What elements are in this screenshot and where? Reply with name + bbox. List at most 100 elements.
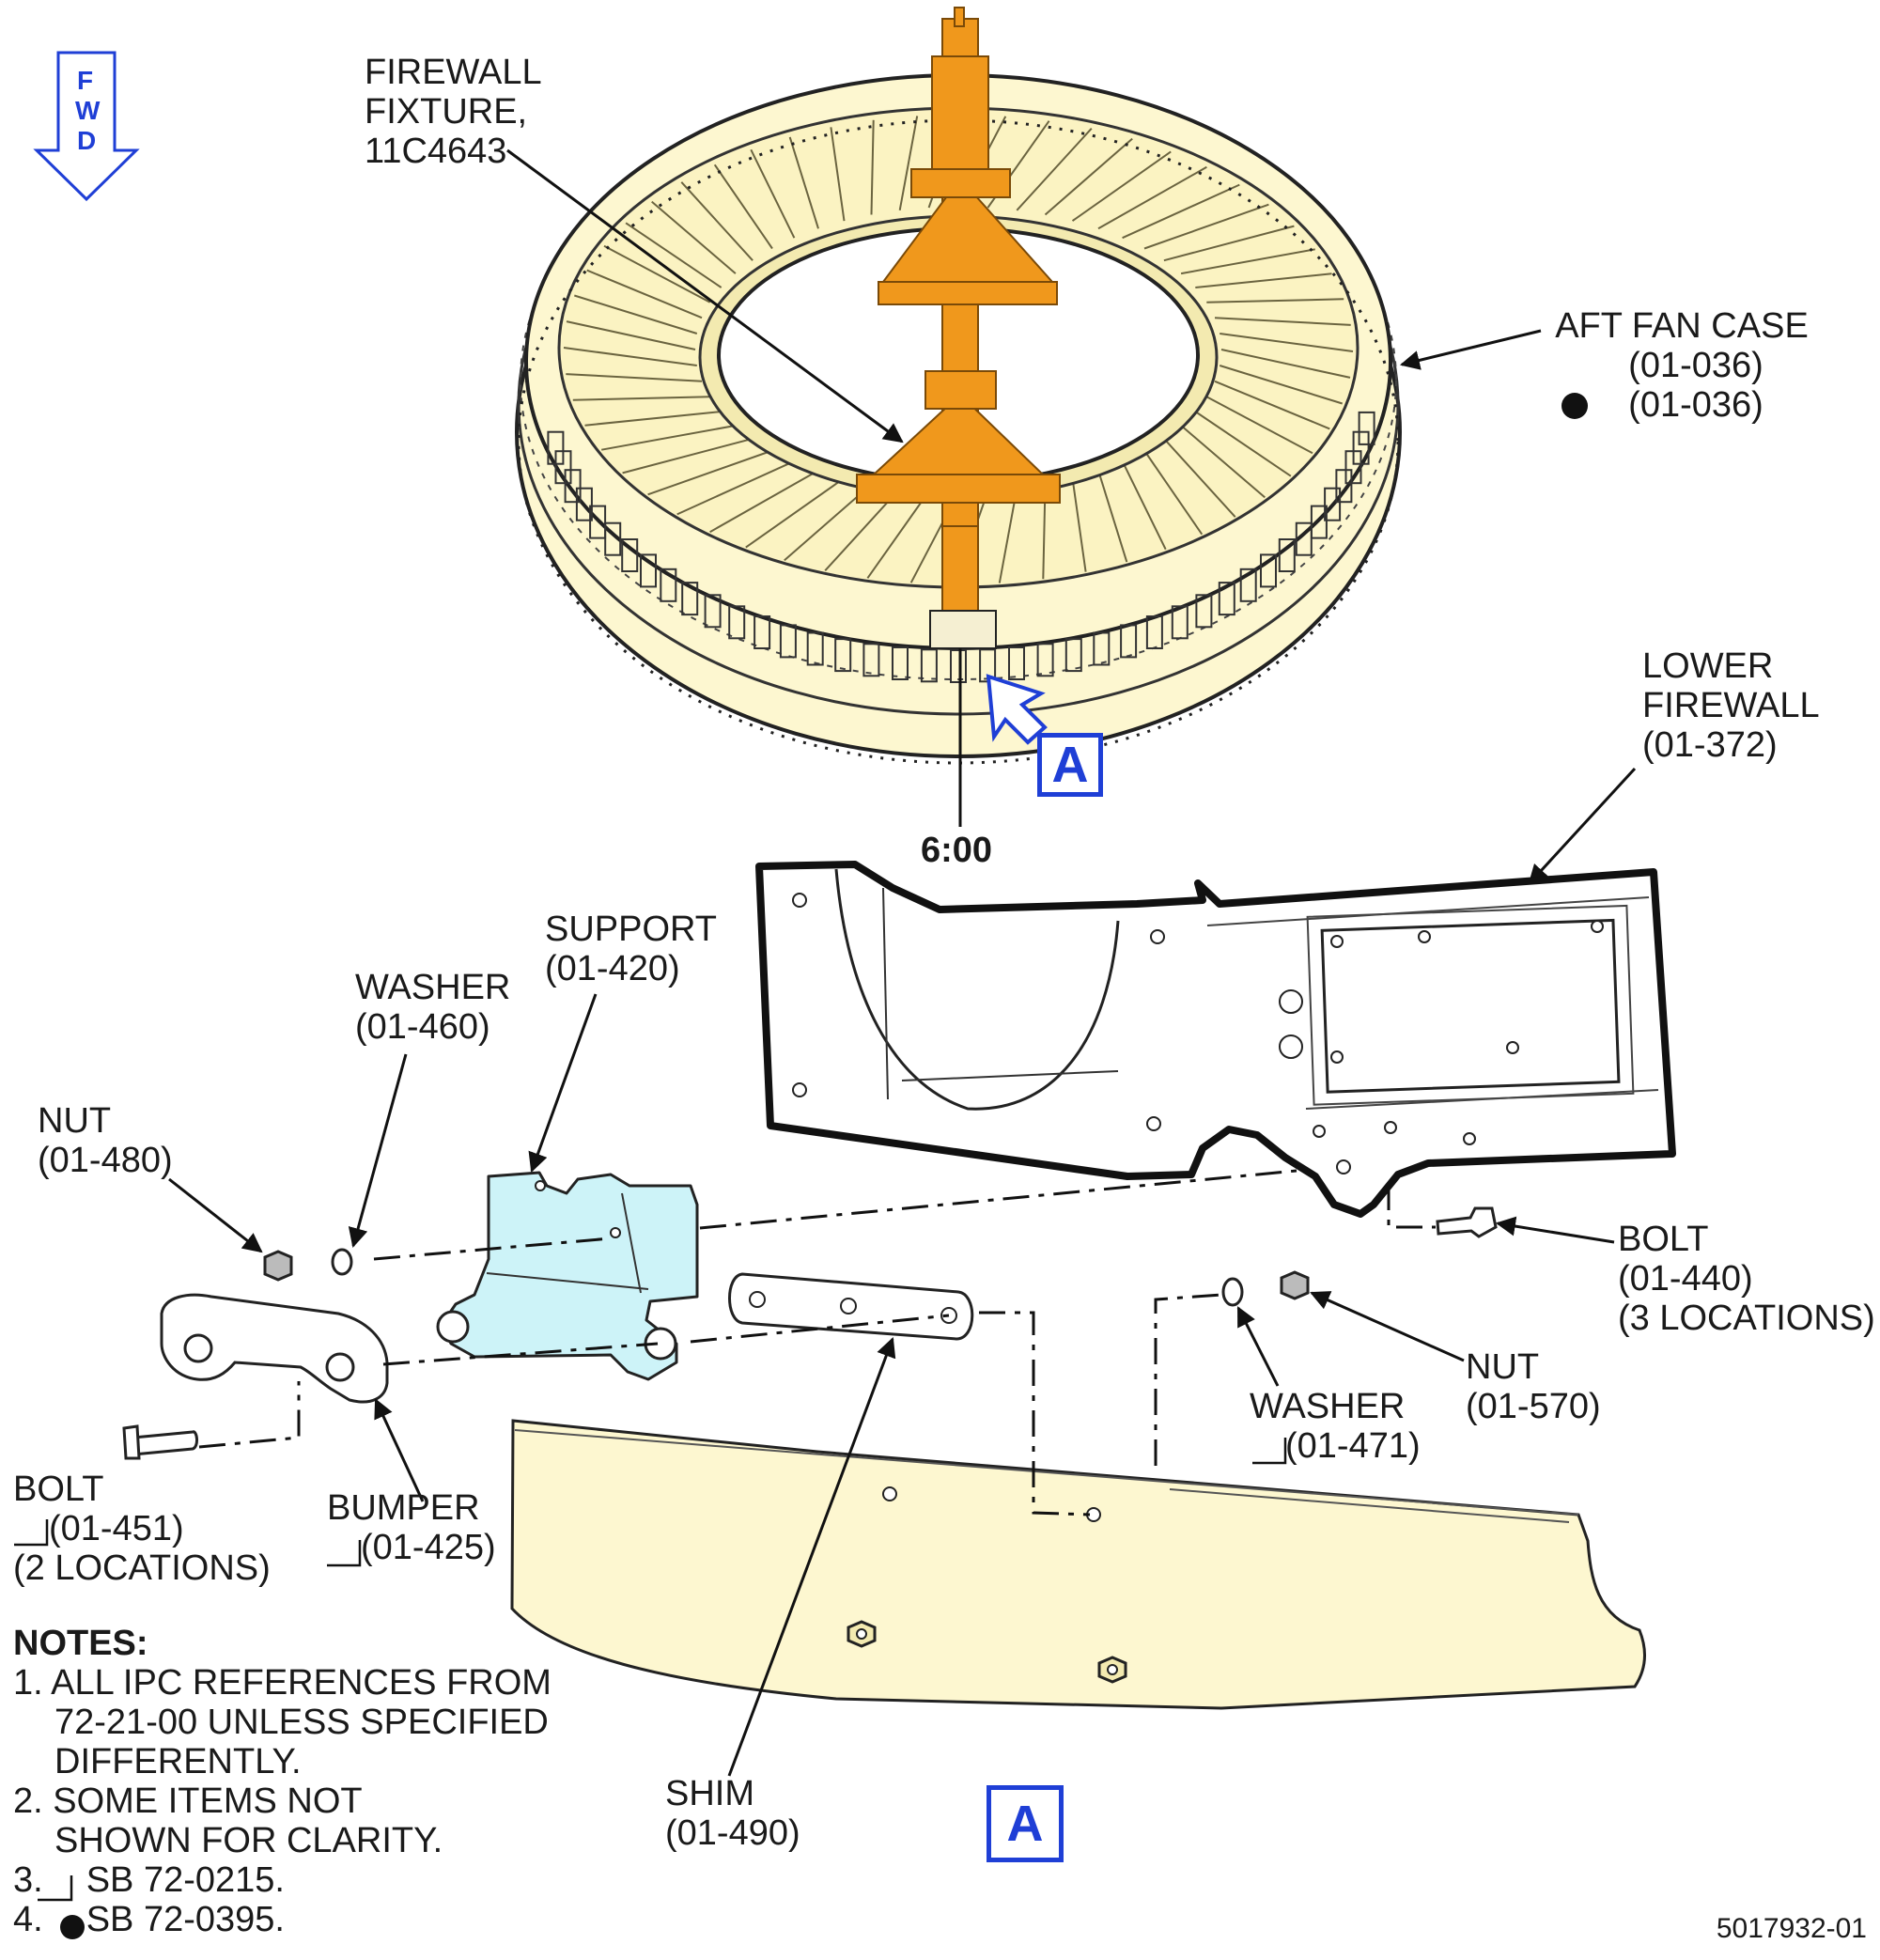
vane-line: [1163, 225, 1295, 262]
case-segment: [728, 605, 746, 640]
fwd-arrow-icon: [33, 51, 140, 202]
vane-line: [1220, 333, 1354, 352]
bolt-440: [1436, 1206, 1498, 1238]
vane-line: [788, 136, 819, 229]
label-line: (01-036): [1628, 346, 1763, 385]
washer-471-label: WASHER (01-471): [1250, 1387, 1421, 1466]
case-segment: [575, 487, 593, 521]
label-line: WASHER: [1250, 1387, 1406, 1426]
vane-line: [647, 449, 773, 496]
vane-line: [584, 411, 722, 427]
firewall-fixture-label: FIREWALL FIXTURE, 11C4643: [365, 53, 542, 171]
label-line: (01-372): [1642, 725, 1778, 765]
vane-line: [680, 181, 754, 261]
label-line: FIXTURE,: [365, 92, 528, 132]
vane-line: [1195, 272, 1332, 288]
vane-line: [1180, 248, 1315, 275]
vane-line: [563, 347, 697, 366]
view-a-title: A: [987, 1785, 1064, 1862]
lower-panel: [510, 1419, 1646, 1710]
nut-480: [263, 1250, 293, 1282]
case-segment: [862, 643, 880, 677]
fwd-letter: F: [77, 66, 94, 95]
fwd-letter: W: [75, 96, 101, 125]
case-segment: [1008, 646, 1025, 680]
note-line: SHOWN FOR CLARITY.: [54, 1821, 443, 1860]
vane-line: [574, 294, 698, 334]
aft-fan-case-label: AFT FAN CASE (01-036) (01-036): [1541, 306, 1823, 425]
view-a-marker: A: [1037, 733, 1103, 797]
label-line: SHIM: [665, 1774, 754, 1813]
shim-label: SHIM (01-490): [665, 1774, 800, 1853]
assembly-lines: [198, 1169, 1436, 1517]
case-segment: [1036, 643, 1054, 677]
note-4: 4.SB 72-0395.: [13, 1900, 552, 1939]
vane-line: [1220, 349, 1351, 379]
bumper-label: BUMPER (01-425): [327, 1488, 496, 1567]
case-segment: [1218, 582, 1235, 616]
label-line: BOLT: [13, 1470, 104, 1509]
vane-line: [1097, 470, 1128, 563]
note-text: SB 72-0395.: [85, 1900, 285, 1939]
label-line: (01-480): [38, 1141, 173, 1180]
label-line: AFT FAN CASE: [1555, 306, 1809, 346]
vane-line: [1143, 203, 1269, 250]
case-segment: [1358, 411, 1375, 445]
case-segment: [1145, 615, 1163, 649]
notes-title: NOTES:: [13, 1624, 148, 1663]
case-segment: [1120, 624, 1138, 659]
note-number: 3.: [13, 1860, 43, 1900]
case-segment: [1171, 605, 1189, 640]
vane-line: [572, 396, 710, 401]
vane-line: [601, 424, 737, 451]
vane-line: [1219, 365, 1343, 405]
view-arrow-icon: [986, 674, 1048, 745]
case-segment: [1335, 469, 1353, 504]
vane-line: [898, 116, 919, 210]
label-line: FIREWALL: [365, 53, 542, 92]
label-line: LOWER: [1642, 646, 1774, 686]
vane-line: [750, 148, 796, 239]
case-segment: [1195, 594, 1213, 629]
lower-firewall: [755, 861, 1676, 1218]
label-line: (01-451): [49, 1509, 184, 1548]
case-segment: [1093, 631, 1111, 666]
case-segment: [564, 469, 582, 504]
case-segment: [1310, 505, 1328, 539]
label-line: (01-440): [1618, 1259, 1753, 1299]
vane-line: [651, 200, 737, 274]
vane-line: [1206, 298, 1344, 303]
nut-480-label: NUT (01-480): [38, 1101, 173, 1180]
case-segment: [1324, 487, 1342, 521]
label-line: BUMPER: [327, 1488, 480, 1528]
vane-line: [866, 490, 930, 579]
service-bulletin-triangle-icon: [14, 1438, 1287, 1902]
note-text: SB 72-0215.: [85, 1860, 285, 1900]
clock-position-label: 6:00: [921, 831, 993, 870]
vane-line: [1163, 438, 1236, 518]
label-line: (3 LOCATIONS): [1618, 1299, 1875, 1338]
label-line: NUT: [38, 1101, 112, 1141]
label-line: 11C4643: [365, 132, 507, 171]
vane-line: [1143, 449, 1204, 536]
vane-line: [566, 320, 696, 350]
washer-460-label: WASHER (01-460): [355, 968, 510, 1047]
support-label: SUPPORT (01-420): [545, 910, 717, 988]
support: [436, 1171, 699, 1381]
case-segment: [621, 538, 639, 572]
label-line: WASHER: [355, 968, 511, 1007]
vane-line: [1071, 477, 1087, 572]
bumper: [160, 1293, 389, 1404]
vane-line: [745, 477, 846, 549]
case-segment: [1295, 521, 1313, 556]
vane-line: [1044, 137, 1133, 216]
washer-460: [331, 1248, 353, 1276]
fixture-mount: [929, 610, 997, 649]
case-segment: [547, 430, 565, 465]
vane-line: [1016, 128, 1093, 211]
case-segment: [589, 505, 607, 539]
label-line: (01-420): [545, 949, 680, 988]
vane-line: [603, 244, 711, 303]
vane-line: [1214, 380, 1330, 430]
